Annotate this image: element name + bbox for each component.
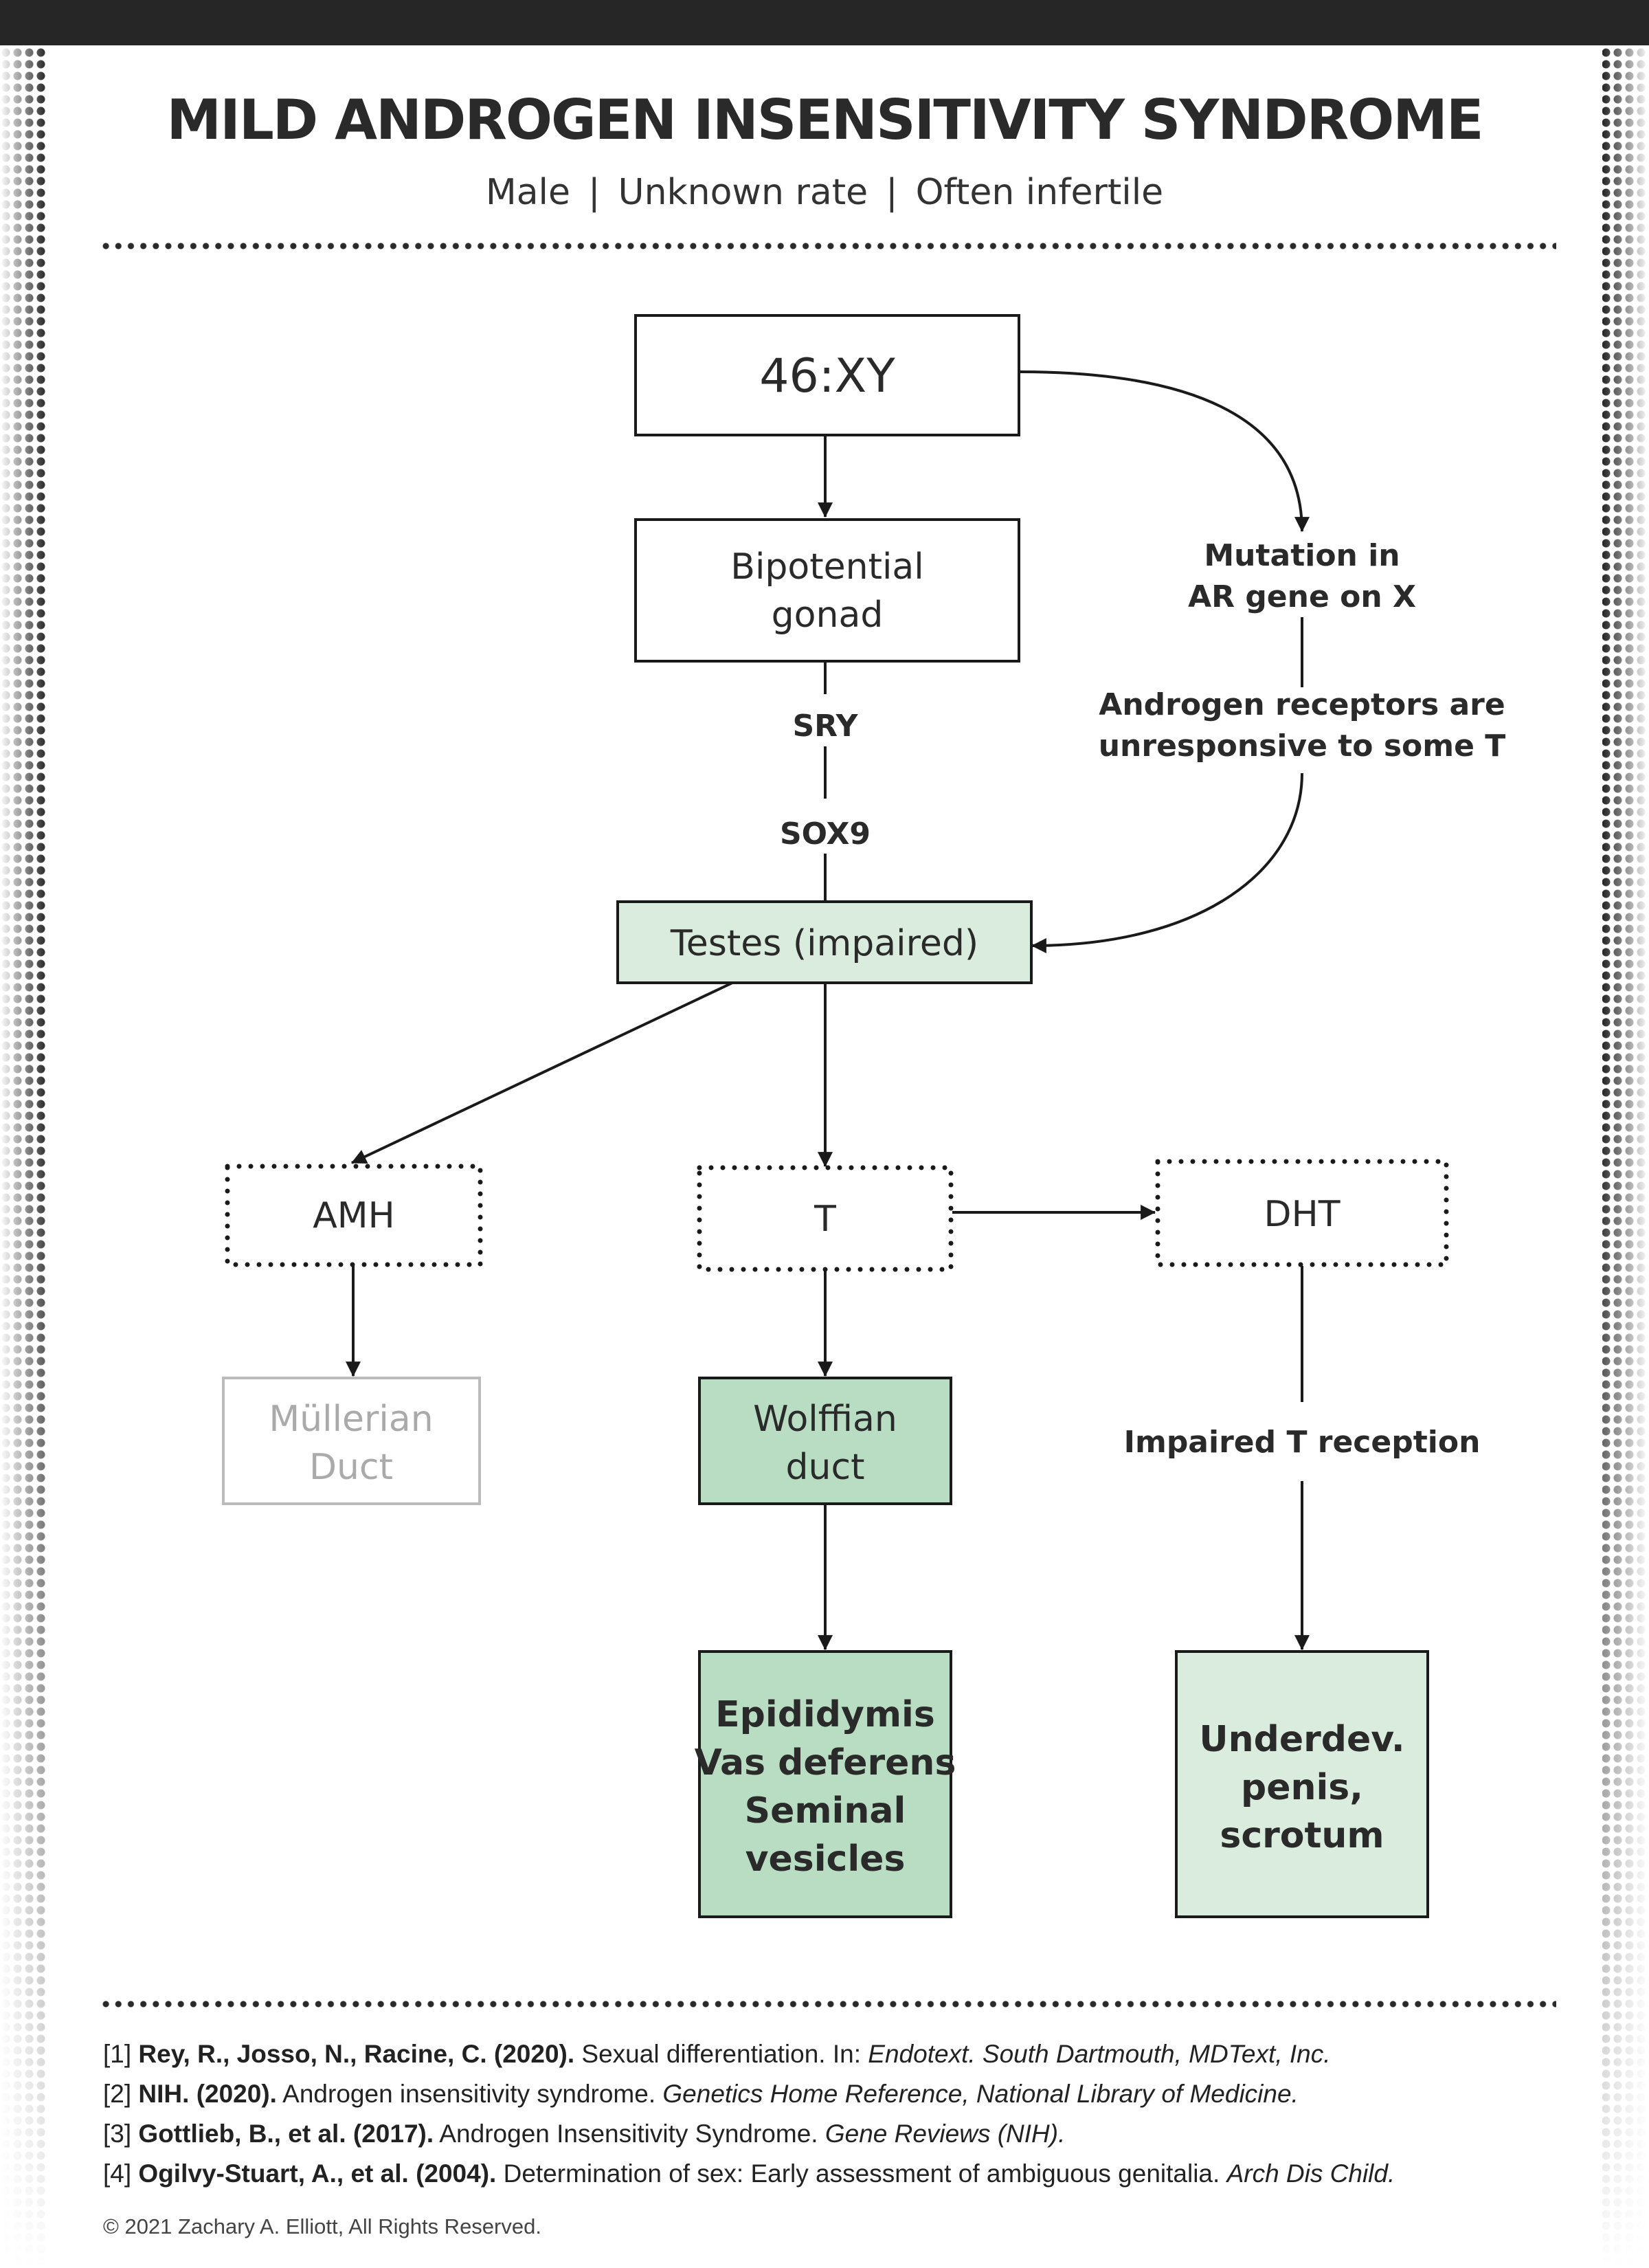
reference-4: [4] Ogilvy-Stuart, A., et al. (2004). De… [103,2154,1395,2194]
top-divider [100,243,1556,249]
reference-title: Sexual differentiation. In: [574,2040,868,2068]
external-genitalia-box [1175,1650,1429,1918]
wolffian-label-line2: duct [786,1447,865,1488]
internal-label-line2: Vas deferens [695,1742,956,1783]
amh-box [225,1164,483,1267]
receptors-label-line1: Androgen receptors are [1099,687,1505,722]
arrow-receptors-to-testes [1031,772,1303,953]
wolffian-label-line1: Wolffian [753,1399,897,1440]
reference-authors: Ogilvy-Stuart, A., et al. (2004). [138,2159,497,2188]
arrow-testes-to-amh [351,981,733,1164]
reference-authors: Rey, R., Josso, N., Racine, C. (2020). [138,2040,575,2068]
testes-box [616,900,1033,984]
reference-title: Androgen Insensitivity Syndrome. [434,2120,825,2148]
mullerian-duct-box [222,1377,481,1505]
reference-authors: NIH. (2020). [138,2080,277,2108]
t-box [697,1165,954,1272]
impaired-reception-label: Impaired T reception [1124,1425,1481,1460]
reference-number: [2] [103,2080,132,2108]
reference-number: [1] [103,2040,132,2068]
reference-source: Gene Reviews (NIH). [824,2120,1066,2148]
references: [1] Rey, R., Josso, N., Racine, C. (2020… [103,2034,1395,2194]
dht-box [1155,1159,1449,1267]
t-label: T [814,1199,836,1240]
mutation-label-line2: AR gene on X [1188,579,1416,614]
karyotype-label: 46:XY [759,349,895,403]
reference-title: Determination of sex: Early assessment o… [496,2159,1227,2188]
gonad-label-line2: gonad [772,594,884,636]
reference-3: [3] Gottlieb, B., et al. (2017). Androge… [103,2114,1395,2154]
reference-source: Genetics Home Reference, National Librar… [662,2080,1299,2108]
gonad-label-line1: Bipotential [730,546,923,588]
subtitle: Male | Unknown rate | Often infertile [0,172,1649,213]
internal-label-line1: Epididymis [715,1694,935,1735]
subtitle-separator: | [886,172,898,213]
internal-structures-box [698,1650,952,1918]
reference-authors: Gottlieb, B., et al. (2017). [138,2120,434,2148]
subtitle-fertility: Often infertile [915,172,1164,213]
copyright-notice: © 2021 Zachary A. Elliott, All Rights Re… [103,2214,541,2238]
mutation-label-line1: Mutation in [1204,538,1400,573]
reference-source: Arch Dis Child. [1226,2159,1395,2188]
external-label-line2: penis, [1241,1767,1363,1808]
receptors-label-line2: unresponsive to some T [1099,729,1506,764]
page-title: MILD ANDROGEN INSENSITIVITY SYNDROME [166,88,1483,152]
testes-label: Testes (impaired) [670,923,978,964]
external-label-line3: scrotum [1220,1815,1384,1856]
bottom-divider [100,2001,1556,2008]
bipotential-gonad-box [634,518,1020,663]
external-label-line1: Underdev. [1199,1719,1404,1760]
mullerian-label-line1: Müllerian [269,1399,433,1440]
connectors [346,370,1310,1651]
reference-source: Endotext. South Dartmouth, MDText, Inc. [868,2040,1331,2068]
internal-label-line3: Seminal [745,1790,906,1832]
wolffian-duct-box [698,1377,952,1505]
dht-label: DHT [1264,1194,1340,1235]
sox9-label: SOX9 [780,816,871,852]
subtitle-rate: Unknown rate [618,172,868,213]
reference-title: Androgen insensitivity syndrome. [276,2080,663,2108]
karyotype-box [634,314,1020,436]
reference-number: [3] [103,2120,132,2148]
reference-1: [1] Rey, R., Josso, N., Racine, C. (2020… [103,2034,1395,2074]
internal-label-line4: vesicles [745,1838,906,1880]
subtitle-separator: | [588,172,601,213]
reference-number: [4] [103,2159,132,2188]
reference-2: [2] NIH. (2020). Androgen insensitivity … [103,2074,1395,2114]
mullerian-label-line2: Duct [309,1447,393,1488]
arrow-karyotype-to-mutation [1019,370,1310,533]
amh-label: AMH [313,1195,395,1236]
subtitle-sex: Male [485,172,570,213]
sry-label: SRY [792,709,858,744]
